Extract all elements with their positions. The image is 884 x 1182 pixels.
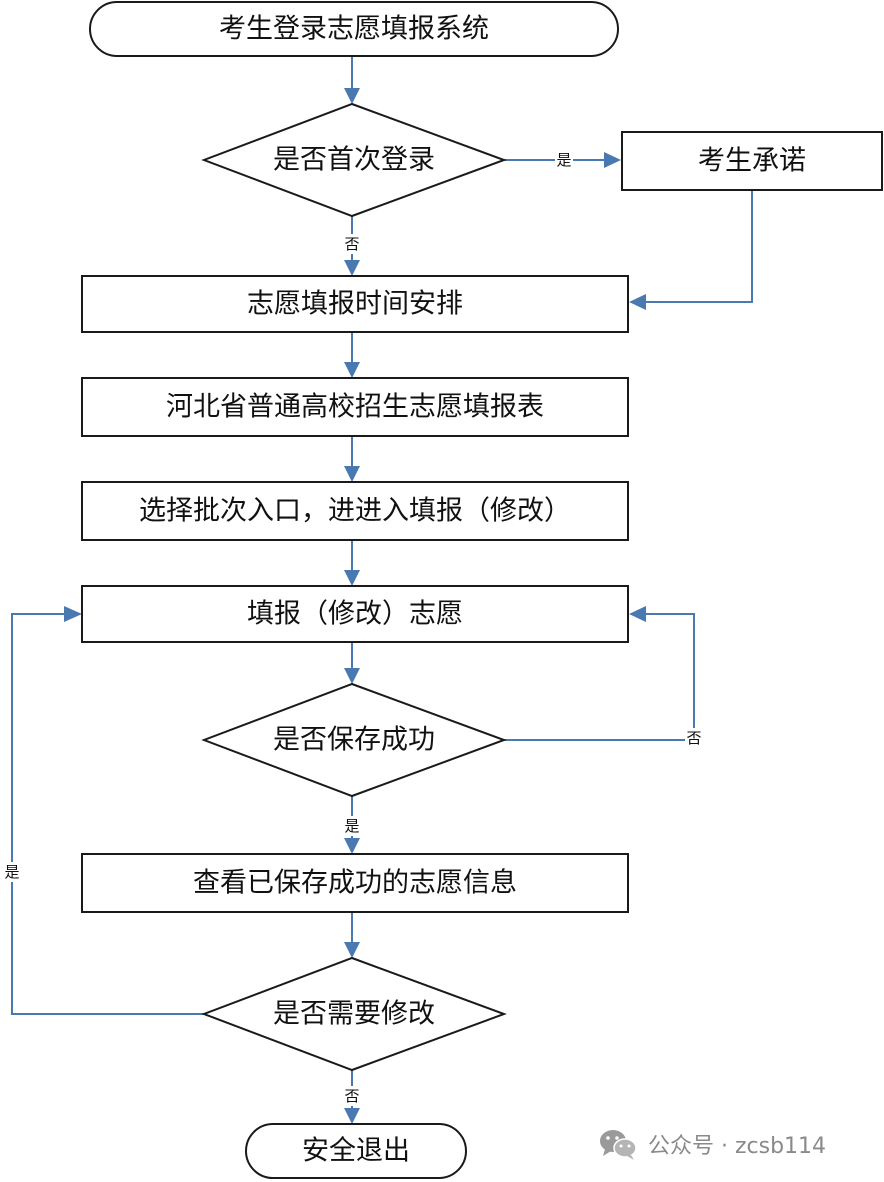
- modify-yes-label: 是: [4, 863, 19, 881]
- arrowhead: [344, 260, 360, 276]
- arrowhead: [344, 668, 360, 684]
- wechat-icon: [600, 1130, 637, 1160]
- start-label: 考生登录志愿填报系统: [219, 14, 489, 45]
- arrowhead: [629, 294, 646, 310]
- select-batch-box: [81, 481, 629, 541]
- arrowhead: [344, 88, 360, 104]
- view-saved-box: [81, 853, 629, 913]
- label-bg: [343, 1086, 361, 1106]
- label-bg: [343, 234, 361, 254]
- start-terminal: [89, 1, 619, 57]
- label-bg: [343, 816, 361, 836]
- label-bg: [3, 862, 21, 882]
- nodes: [81, 1, 883, 1179]
- arrowhead: [344, 942, 360, 958]
- first-login-label: 是否首次登录: [273, 145, 435, 176]
- schedule-box: [81, 275, 629, 333]
- pledge-label: 考生承诺: [698, 146, 806, 177]
- need-modify-label: 是否需要修改: [273, 999, 435, 1030]
- arrowhead: [629, 606, 646, 622]
- select-batch-label: 选择批次入口，进进入填报（修改）: [139, 496, 571, 527]
- arrowhead: [64, 606, 82, 622]
- watermark-text: 公众号 · zcsb114: [648, 1134, 827, 1159]
- exit-terminal: [245, 1123, 467, 1179]
- label-bg: [555, 150, 573, 170]
- need-modify-decision: [201, 956, 507, 1072]
- arrowhead: [604, 152, 621, 168]
- saved-no-label: 否: [686, 729, 701, 747]
- form-label: 河北省普通高校招生志愿填报表: [166, 392, 544, 423]
- schedule-label: 志愿填报时间安排: [247, 289, 463, 320]
- arrowhead: [344, 1108, 360, 1124]
- fill-label: 填报（修改）志愿: [247, 599, 463, 630]
- arrowhead: [344, 570, 360, 586]
- arrowhead: [344, 838, 360, 854]
- fill-box: [81, 585, 629, 643]
- form-box: [81, 377, 629, 437]
- watermark: 公众号 · zcsb114: [596, 1126, 826, 1162]
- saved-ok-label: 是否保存成功: [273, 725, 435, 756]
- first-login-decision: [201, 102, 507, 218]
- edge-saved-ok-to-fill: [504, 613, 695, 741]
- exit-label: 安全退出: [302, 1136, 410, 1167]
- label-bg: [685, 728, 703, 748]
- saved-ok-decision: [201, 682, 507, 798]
- arrowhead: [344, 362, 360, 378]
- node-labels: 考生登录志愿填报系统 是否首次登录 考生承诺 志愿填报时间安排 河北省普通高校招…: [139, 14, 806, 1167]
- pledge-box: [621, 131, 883, 191]
- edge-labels: 是 否 否 是 是 否: [3, 150, 703, 1106]
- edge-need-modify-to-fill: [11, 613, 204, 1015]
- view-saved-label: 查看已保存成功的志愿信息: [193, 868, 517, 899]
- edge-pledge-to-schedule: [644, 190, 753, 303]
- first-login-no-label: 否: [344, 235, 359, 253]
- first-login-yes-label: 是: [556, 151, 571, 169]
- arrowhead: [344, 466, 360, 482]
- modify-no-label: 否: [344, 1087, 359, 1105]
- saved-yes-label: 是: [344, 817, 359, 835]
